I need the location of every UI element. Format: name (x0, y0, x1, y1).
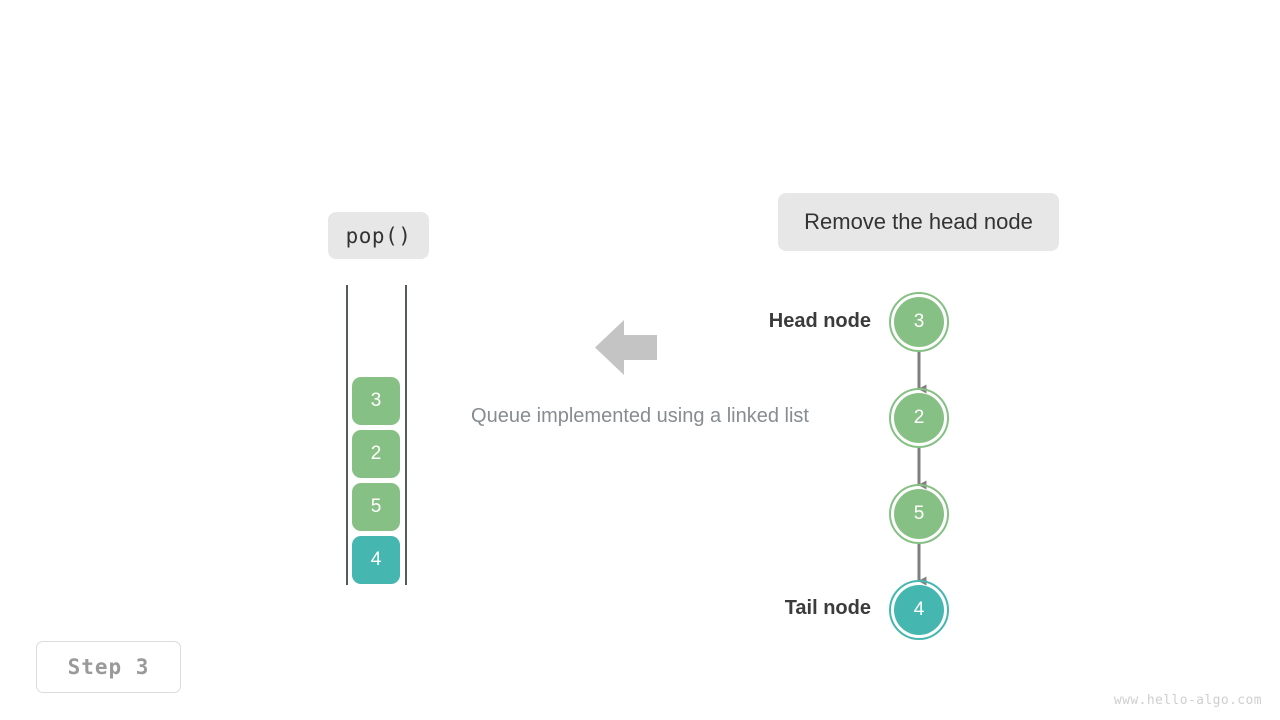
tail-node-label: Tail node (784, 597, 871, 619)
queue-item: 3 (352, 377, 400, 425)
queue-item: 5 (352, 483, 400, 531)
queue-container: 3 2 5 4 (345, 285, 408, 585)
node-value: 2 (894, 393, 944, 443)
queue-stack: 3 2 5 4 (352, 377, 400, 584)
node-value: 4 (894, 585, 944, 635)
node-value: 3 (894, 297, 944, 347)
linked-list-node: 2 (889, 388, 949, 448)
operation-label: pop() (328, 212, 429, 259)
node-value: 5 (894, 489, 944, 539)
queue-rail-left (346, 285, 348, 585)
head-node-label: Head node (768, 310, 871, 332)
queue-rail-right (405, 285, 407, 585)
linked-list-container: 3 2 5 4 (880, 285, 960, 645)
step-badge: Step 3 (36, 641, 181, 693)
linked-list-node-tail: 4 (889, 580, 949, 640)
arrow-left-icon (595, 320, 657, 375)
watermark: www.hello-algo.com (1113, 693, 1262, 708)
linked-list-node: 5 (889, 484, 949, 544)
linked-list-node-head: 3 (889, 292, 949, 352)
figure-caption: Queue implemented using a linked list (471, 405, 809, 427)
operation-description: Remove the head node (778, 193, 1059, 251)
queue-item: 4 (352, 536, 400, 584)
queue-item: 2 (352, 430, 400, 478)
